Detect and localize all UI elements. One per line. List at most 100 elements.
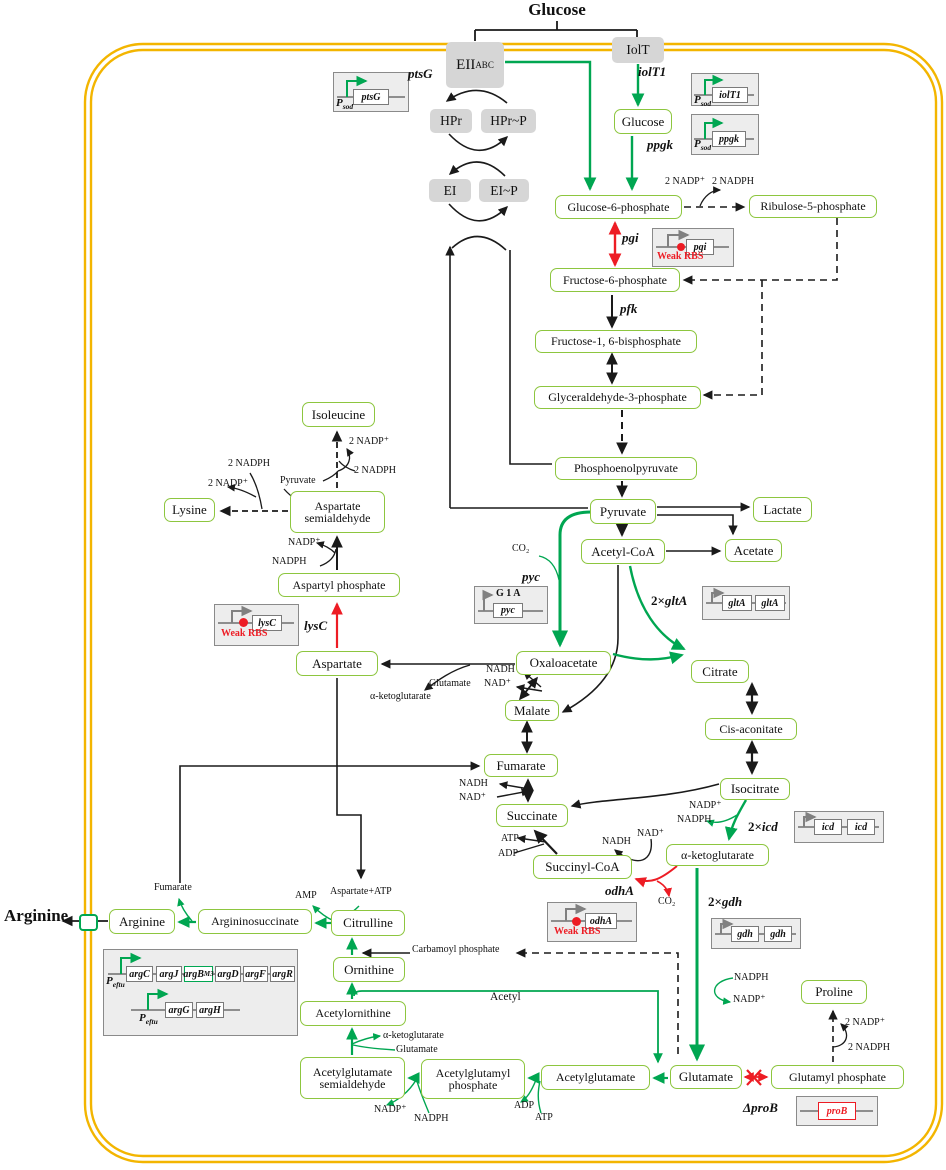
metabolite-oxaloacetate: Oxaloacetate xyxy=(516,651,611,675)
metabolite-citrulline: Citrulline xyxy=(331,910,405,936)
metabolite-glutamyl-phosphate: Glutamyl phosphate xyxy=(771,1065,904,1089)
gene-box-odha: odhA xyxy=(585,913,617,929)
metabolite-citrate: Citrate xyxy=(691,660,749,683)
metabolite-proline: Proline xyxy=(801,980,867,1004)
metabolite-aspartate-semialdehyde: Aspartate semialdehyde xyxy=(290,491,385,533)
metabolite-aspartate: Aspartate xyxy=(296,651,378,676)
gene-box-lysc: lysC xyxy=(252,615,282,631)
cofactor-odh-co2: CO₂ xyxy=(658,896,676,907)
start-codon-label-pyc: G 1 A xyxy=(496,588,521,599)
enzyme-lysc: lysC xyxy=(304,618,328,633)
metabolite-glucose-in: Glucose xyxy=(614,109,672,134)
enzyme-ppgk: ppgk xyxy=(647,137,673,152)
metabolite-lactate: Lactate xyxy=(753,497,812,522)
metabolite-acetylornithine: Acetylornithine xyxy=(300,1001,406,1026)
promoter-label-psod-3: Psod xyxy=(694,138,712,153)
label-fumarate-byproduct: Fumarate xyxy=(154,882,192,893)
metabolite-g6p: Glucose-6-phosphate xyxy=(555,195,682,219)
gene-box-glta-1: gltA xyxy=(722,595,752,611)
cofactor-ppp-nadp: 2 NADP⁺ xyxy=(665,176,706,187)
cofactor-asa-nadph: NADPH xyxy=(272,556,307,567)
arginine-export-channel xyxy=(79,914,98,931)
weak-rbs-label-lysc: Weak RBS xyxy=(221,628,268,639)
cofactor-mdh-nadh: NADH xyxy=(486,664,515,675)
metabolite-isoleucine: Isoleucine xyxy=(302,402,375,427)
enzyme-glta: 2×gltA xyxy=(651,593,688,608)
cofactor-ile-pyruvate: Pyruvate xyxy=(280,475,316,486)
metabolite-acetylglutamyl-phosphate: Acetylglutamyl phosphate xyxy=(421,1059,525,1099)
metabolite-acetate: Acetate xyxy=(725,539,782,562)
protein-iolt: IolT xyxy=(612,37,664,63)
cofactor-amp: AMP xyxy=(295,890,317,901)
protein-hpr: HPr xyxy=(430,109,472,133)
enzyme-odha: odhA xyxy=(605,883,634,898)
cofactor-succ-adp: ADP xyxy=(498,848,519,859)
promoter-label-peftu-2: Peftu xyxy=(139,1012,158,1027)
gene-box-iolt1: iolT1 xyxy=(712,87,748,103)
metabolite-aspartyl-phosphate: Aspartyl phosphate xyxy=(278,573,400,597)
gene-box-pgi: pgi xyxy=(686,239,714,255)
gene-box-argh: argH xyxy=(196,1002,224,1018)
promoter-label-peftu-1: Peftu xyxy=(106,975,125,990)
cofactor-agp-atp: ATP xyxy=(535,1112,553,1123)
cofactor-aspartate-atp: Aspartate+ATP xyxy=(330,886,392,897)
cofactor-agsa-nadp: NADP⁺ xyxy=(374,1104,407,1115)
metabolite-akg: α-ketoglutarate xyxy=(666,844,769,866)
weak-rbs-label-odha: Weak RBS xyxy=(554,926,601,937)
enzyme-icd: 2×icd xyxy=(748,819,778,834)
enzyme-pgi: pgi xyxy=(622,230,639,245)
gene-box-argf: argF xyxy=(243,966,268,982)
weak-rbs-dot-lysc xyxy=(239,618,248,627)
cofactor-trans-glutamate: Glutamate xyxy=(429,678,471,689)
gene-box-ptsg: ptsG xyxy=(353,89,389,105)
cofactor-gdh-nadph: NADPH xyxy=(734,972,769,983)
promoter-label-psod-1: Psod xyxy=(336,97,354,112)
cofactor-ile-nadp: 2 NADP⁺ xyxy=(349,436,390,447)
gene-box-prob: proB xyxy=(818,1102,856,1120)
enzyme-iolt1: iolT1 xyxy=(638,64,667,79)
gene-box-argj: argJ xyxy=(156,966,182,982)
cofactor-mdh-nad: NAD⁺ xyxy=(484,678,511,689)
metabolite-acetylglutamate: Acetylglutamate xyxy=(541,1065,650,1090)
enzyme-gdh: 2×gdh xyxy=(708,894,743,909)
gene-box-gdh-2: gdh xyxy=(764,926,792,942)
metabolite-lysine: Lysine xyxy=(164,498,215,522)
cofactor-lys-nadph: 2 NADPH xyxy=(228,458,270,469)
protein-ei-p: EI~P xyxy=(479,179,529,202)
metabolite-malate: Malate xyxy=(505,700,559,721)
protein-hpr-p: HPr~P xyxy=(481,109,536,133)
cofactor-icd-nadph: NADPH xyxy=(677,814,712,825)
gene-box-argd: argD xyxy=(215,966,241,982)
metabolite-pep: Phosphoenolpyruvate xyxy=(555,457,697,480)
enzyme-ptsg: ptsG xyxy=(408,66,433,81)
cofactor-agp-adp: ADP xyxy=(514,1100,535,1111)
cofactor-ppp-nadph: 2 NADPH xyxy=(712,176,754,187)
label-acetyl-group: Acetyl xyxy=(490,991,521,1003)
metabolite-cis-aconitate: Cis-aconitate xyxy=(705,718,797,740)
cofactor-orn-glutamate: Glutamate xyxy=(396,1044,438,1055)
metabolite-fumarate: Fumarate xyxy=(484,754,558,777)
cofactor-orn-akg: α-ketoglutarate xyxy=(383,1030,444,1041)
cofactor-odh-nadh: NADH xyxy=(602,836,631,847)
metabolite-arginine: Arginine xyxy=(109,909,175,934)
gene-box-argr: argR xyxy=(270,966,295,982)
cofactor-sdh-nadh: NADH xyxy=(459,778,488,789)
gene-box-gdh-1: gdh xyxy=(731,926,759,942)
glucose-title: Glucose xyxy=(528,0,586,19)
cofactor-odh-nad: NAD⁺ xyxy=(637,828,664,839)
cofactor-pro-nadph: 2 NADPH xyxy=(848,1042,890,1053)
cofactor-asa-nadp: NADP⁺ xyxy=(288,537,321,548)
cofactor-pyc-co2: CO₂ xyxy=(512,543,530,554)
promoter-label-psod-2: Psod xyxy=(694,94,712,109)
cofactor-agsa-nadph: NADPH xyxy=(414,1113,449,1124)
cofactor-lys-nadp: 2 NADP⁺ xyxy=(208,478,249,489)
metabolite-r5p: Ribulose-5-phosphate xyxy=(749,195,877,218)
gene-box-glta-2: gltA xyxy=(755,595,785,611)
metabolite-ornithine: Ornithine xyxy=(333,957,405,982)
cofactor-pro-nadp: 2 NADP⁺ xyxy=(845,1017,886,1028)
gene-box-ppgk: ppgk xyxy=(712,131,746,147)
metabolite-succinate: Succinate xyxy=(496,804,568,827)
gene-box-argg: argG xyxy=(165,1002,193,1018)
arginine-export-label: Arginine xyxy=(4,906,69,925)
